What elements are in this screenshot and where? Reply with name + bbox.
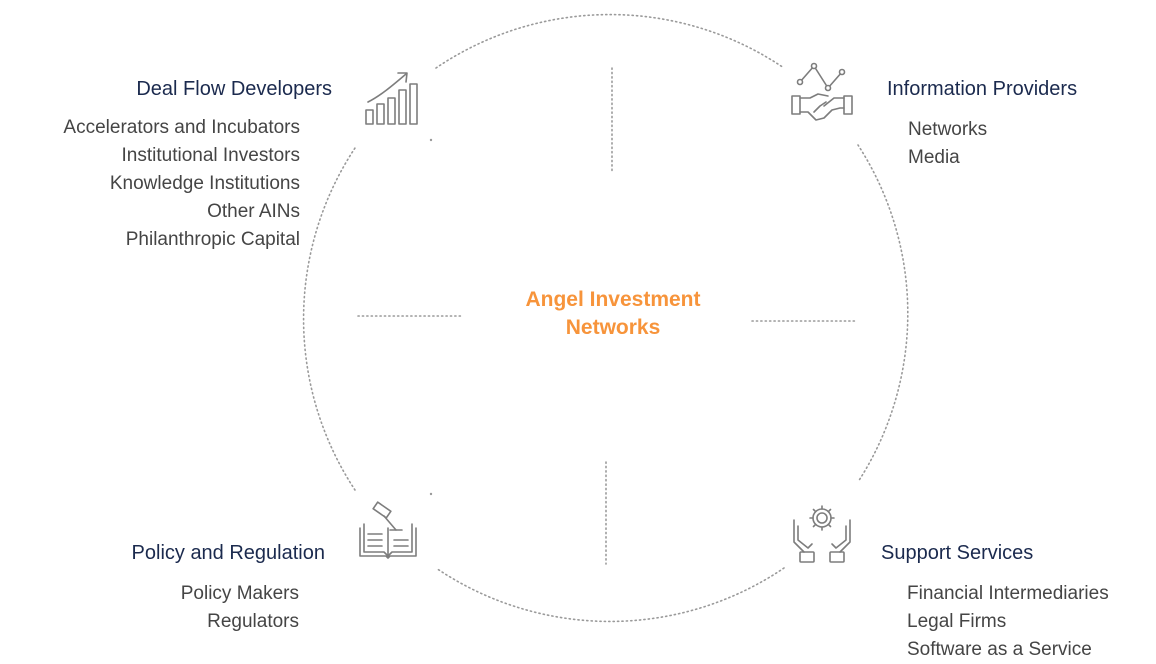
list-item: Regulators bbox=[207, 611, 299, 632]
circle-arc-right bbox=[857, 144, 909, 483]
policy-list: Policy Makers Regulators bbox=[181, 580, 299, 636]
information-heading: Information Providers bbox=[887, 78, 1078, 100]
support-list: Financial Intermediaries Legal Firms Sof… bbox=[907, 580, 1109, 664]
list-item: Networks bbox=[908, 119, 988, 140]
hands-gear-icon bbox=[790, 500, 854, 564]
deal-flow-heading: Deal Flow Developers bbox=[136, 78, 332, 100]
information-list: Networks Media bbox=[908, 116, 987, 172]
list-item: Accelerators and Incubators bbox=[63, 117, 300, 138]
marker-dot bbox=[429, 138, 433, 142]
list-item: Financial Intermediaries bbox=[907, 583, 1109, 604]
support-heading: Support Services bbox=[881, 542, 1034, 564]
circle-arc-left bbox=[302, 147, 356, 491]
circle-arc-bottom bbox=[435, 567, 785, 623]
list-item: Other AINs bbox=[207, 201, 300, 222]
center-title-line-2: Networks bbox=[565, 316, 661, 339]
handshake-network-icon bbox=[790, 62, 854, 126]
center-title: Angel Investment Networks bbox=[478, 286, 748, 342]
list-item: Software as a Service bbox=[907, 639, 1092, 660]
circle-arc-top bbox=[435, 13, 785, 69]
policy-heading: Policy and Regulation bbox=[131, 542, 325, 564]
gavel-book-icon bbox=[356, 500, 420, 564]
marker-dot bbox=[429, 492, 433, 496]
growth-chart-icon bbox=[360, 66, 424, 130]
list-item: Legal Firms bbox=[907, 611, 1007, 632]
list-item: Philanthropic Capital bbox=[125, 229, 300, 250]
list-item: Policy Makers bbox=[180, 583, 299, 604]
center-title-line-1: Angel Investment bbox=[525, 288, 701, 311]
list-item: Institutional Investors bbox=[121, 145, 300, 166]
list-item: Knowledge Institutions bbox=[109, 173, 300, 194]
deal-flow-list: Accelerators and Incubators Institutiona… bbox=[63, 114, 300, 254]
list-item: Media bbox=[908, 147, 960, 168]
